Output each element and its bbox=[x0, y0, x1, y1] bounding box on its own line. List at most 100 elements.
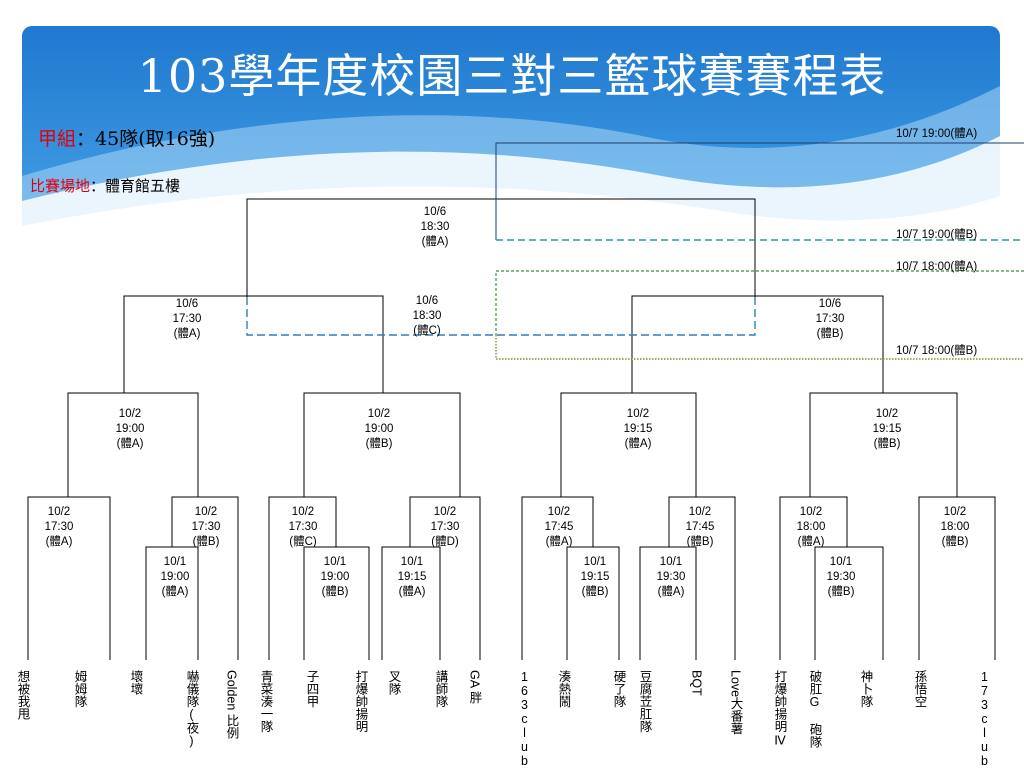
bracket-r1a-4 bbox=[566, 546, 620, 660]
match-date: 10/1 bbox=[323, 556, 347, 568]
match-time: 17:30 bbox=[44, 521, 74, 533]
match-time: 19:00 bbox=[115, 423, 145, 435]
semifinal-label-2: 10/7 19:00(體B) bbox=[896, 229, 978, 241]
match-time: 17:30 bbox=[815, 313, 845, 325]
match-label-r1a-5: 10/1 19:30 (體A) bbox=[641, 555, 701, 600]
match-court: (體A) bbox=[116, 438, 144, 450]
match-time: 19:00 bbox=[320, 571, 350, 583]
team-name: 173club bbox=[977, 670, 992, 768]
match-date: 10/2 bbox=[433, 506, 457, 518]
match-court: (體A) bbox=[45, 536, 73, 548]
semi-line-3 bbox=[495, 270, 1024, 335]
match-date: 10/1 bbox=[400, 556, 424, 568]
semifinal-label-3: 10/7 18:00(體A) bbox=[896, 261, 978, 273]
match-time: 17:30 bbox=[172, 313, 202, 325]
match-date: 10/2 bbox=[799, 506, 823, 518]
match-court: (體A) bbox=[421, 236, 449, 248]
team-name: 想被我甩 bbox=[15, 670, 30, 720]
match-label-r1b-1: 10/2 17:30 (體A) bbox=[29, 505, 89, 550]
venue-sep: ： bbox=[90, 177, 106, 195]
match-date: 10/2 bbox=[688, 506, 712, 518]
page-title: 103學年度校園三對三籃球賽賽程表 bbox=[137, 49, 887, 103]
match-time: 17:45 bbox=[544, 521, 574, 533]
match-time: 18:00 bbox=[796, 521, 826, 533]
match-time: 19:15 bbox=[580, 571, 610, 583]
match-time: 19:15 bbox=[397, 571, 427, 583]
match-court: (體B) bbox=[941, 536, 969, 548]
bracket-r1b-1 bbox=[27, 496, 111, 660]
group-name: 甲組 bbox=[38, 128, 77, 150]
team-name: 嚇儀隊(夜) bbox=[184, 670, 199, 748]
match-court: (體A) bbox=[624, 438, 652, 450]
match-label-r1b-8: 10/2 18:00 (體B) bbox=[925, 505, 985, 550]
team-name: 青菜湊一隊 bbox=[258, 670, 273, 733]
group-info: 甲組：45隊(取16強) bbox=[38, 124, 215, 151]
team-name: 叉隊 bbox=[386, 670, 401, 695]
match-date: 10/1 bbox=[583, 556, 607, 568]
match-label-r1b-6: 10/2 17:45 (體B) bbox=[670, 505, 730, 550]
team-name: 湊熱鬧 bbox=[556, 670, 571, 708]
match-time: 19:15 bbox=[872, 423, 902, 435]
match-time: 17:30 bbox=[430, 521, 460, 533]
team-name: 豆腐苙肛隊 bbox=[637, 670, 652, 733]
match-date: 10/6 bbox=[175, 298, 199, 310]
venue-label: 比賽場地 bbox=[30, 177, 91, 195]
match-time: 17:45 bbox=[685, 521, 715, 533]
bracket-r1b-3 bbox=[268, 496, 337, 660]
match-time: 18:00 bbox=[940, 521, 970, 533]
match-time: 19:00 bbox=[364, 423, 394, 435]
match-date: 10/2 bbox=[875, 408, 899, 420]
match-label-r1a-2: 10/1 19:00 (體B) bbox=[305, 555, 365, 600]
team-name: 神卜隊 bbox=[858, 670, 873, 708]
team-name: Love大番薯 bbox=[728, 670, 743, 735]
semifinal-label-1: 10/7 19:00(體A) bbox=[896, 128, 978, 140]
match-court: (體B) bbox=[192, 536, 220, 548]
match-court: (體B) bbox=[686, 536, 714, 548]
bracket-r3-a bbox=[123, 295, 384, 393]
team-name: 破肛G 砲隊 bbox=[807, 670, 822, 748]
match-date: 10/6 bbox=[415, 295, 439, 307]
team-name: 硬了隊 bbox=[611, 670, 626, 708]
bracket-r1a-3 bbox=[381, 546, 441, 660]
match-date: 10/1 bbox=[659, 556, 683, 568]
team-name: 壞壞 bbox=[128, 670, 143, 695]
bracket-lines bbox=[27, 198, 996, 660]
match-date: 10/2 bbox=[47, 506, 71, 518]
team-name: 姆姆隊 bbox=[72, 670, 87, 708]
match-court: (體C) bbox=[413, 325, 441, 337]
match-time: 19:15 bbox=[623, 423, 653, 435]
team-name: 子四甲 bbox=[304, 670, 319, 708]
bracket-r2-c bbox=[560, 392, 697, 497]
match-court: (體A) bbox=[161, 586, 189, 598]
bracket-r1b-6 bbox=[668, 496, 736, 660]
match-court: (體B) bbox=[321, 586, 349, 598]
match-time: 19:00 bbox=[160, 571, 190, 583]
bracket-r2-a bbox=[67, 392, 199, 497]
match-date: 10/1 bbox=[829, 556, 853, 568]
match-court: (體C) bbox=[289, 536, 317, 548]
bracket-r3-b bbox=[631, 295, 884, 393]
venue-value: 體育館五樓 bbox=[105, 177, 181, 195]
bracket-r1a-1 bbox=[145, 546, 199, 660]
match-court: (體A) bbox=[657, 586, 685, 598]
bracket-r2-b bbox=[303, 392, 461, 497]
bracket-r1a-2 bbox=[303, 546, 370, 660]
bracket-r1a-5 bbox=[639, 546, 697, 660]
match-time: 19:30 bbox=[656, 571, 686, 583]
team-name: 打爆帥揚明Ⅳ bbox=[772, 670, 787, 748]
match-date: 10/2 bbox=[291, 506, 315, 518]
match-date: 10/6 bbox=[423, 206, 447, 218]
match-date: 10/2 bbox=[943, 506, 967, 518]
